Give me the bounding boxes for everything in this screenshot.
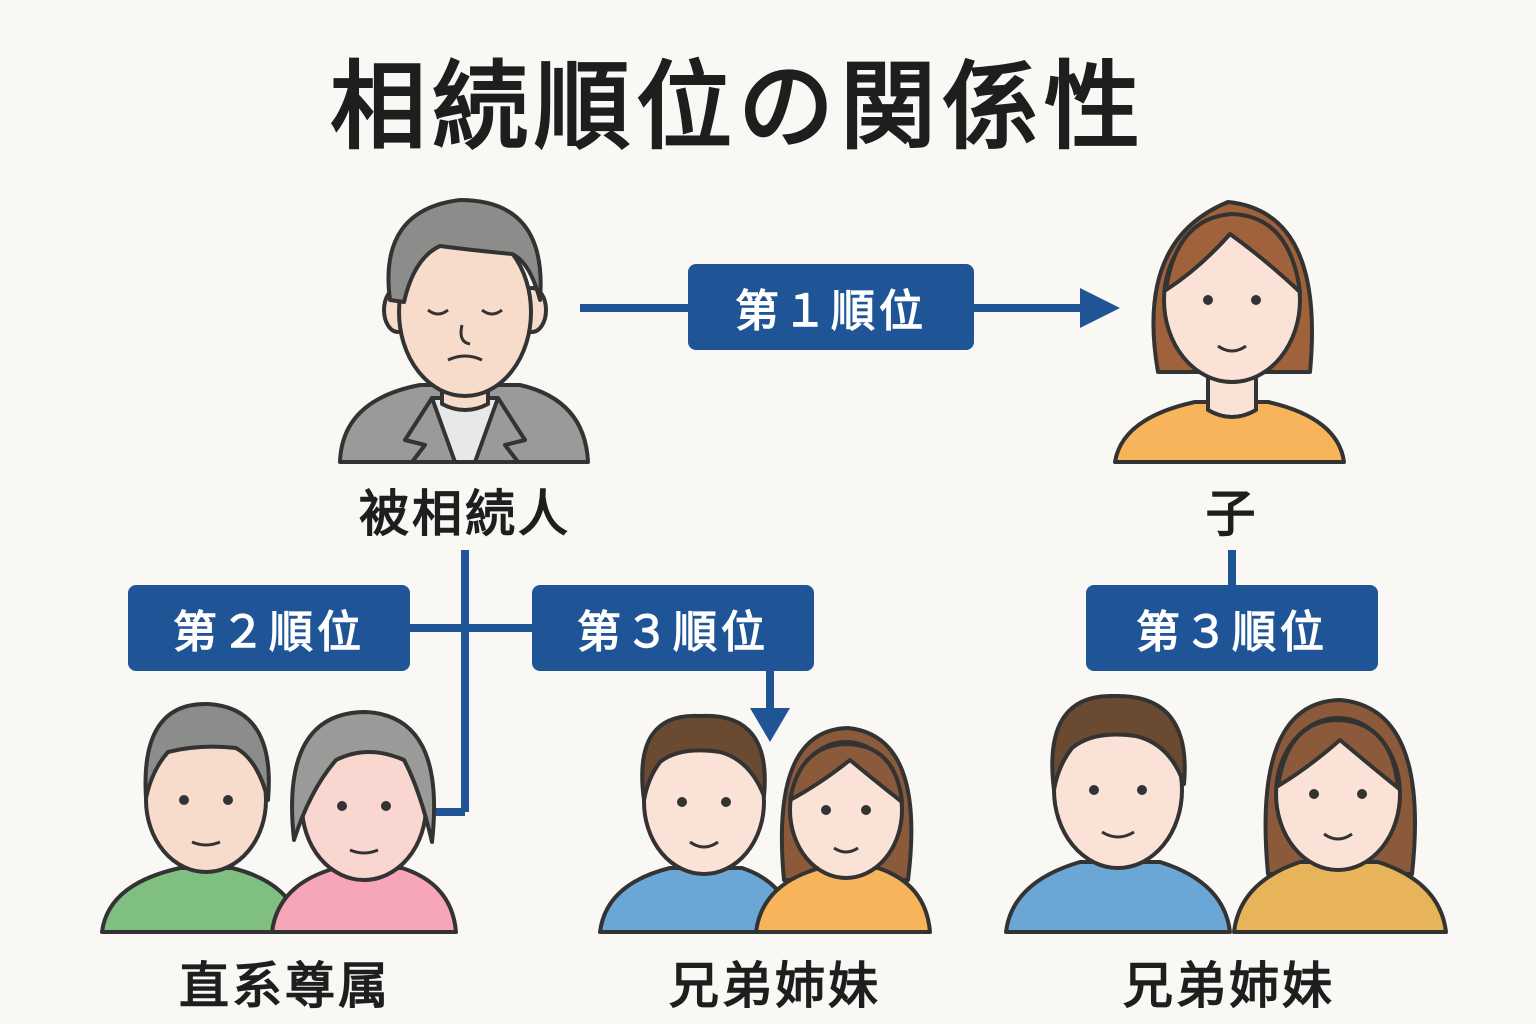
child-eye-right — [1251, 295, 1261, 305]
siblings-right-figures — [1004, 693, 1448, 934]
child-fringe — [1164, 212, 1302, 294]
sibling-right-brother-eye-left — [1089, 785, 1099, 795]
sibling-right-brother-body — [1004, 860, 1232, 934]
rank1-badge: 第１順位 — [688, 264, 974, 350]
decedent-lapel-right — [496, 396, 527, 464]
grandfather-hair — [143, 701, 271, 802]
sibling-left-brother-mouth — [689, 840, 719, 849]
grandmother-eye-left — [337, 801, 347, 811]
rank3-left-arrowhead — [750, 708, 790, 742]
grandmother-eye-right — [381, 801, 391, 811]
rank1-arrowhead — [1080, 288, 1120, 328]
child-mouth — [1217, 344, 1247, 353]
sibling-left-brother-eye-right — [721, 797, 731, 807]
sibling-right-sister-body — [1232, 860, 1448, 934]
page-title: 相続順位の関係性 — [330, 51, 1146, 163]
sibling-left-brother-eye-left — [677, 797, 687, 807]
child-label: 子 — [1205, 485, 1259, 543]
sibling-left-sister-eye-left — [821, 805, 831, 815]
rank3-left-badge: 第３順位 — [532, 585, 814, 671]
sibling-left-sister-mouth — [833, 846, 859, 854]
decedent-nose — [459, 324, 471, 346]
grandfather-eye-right — [223, 795, 233, 805]
sibling-right-sister-eye-right — [1357, 789, 1367, 799]
decedent-hair — [386, 198, 543, 304]
sibling-left-brother-hair — [640, 713, 767, 802]
sibling-right-brother-hair — [1050, 693, 1187, 792]
child-eye-left — [1203, 295, 1213, 305]
grandfather-body — [100, 866, 302, 934]
sibling-right-sister-eye-left — [1309, 789, 1319, 799]
ascendants-label: 直系尊属 — [179, 957, 391, 1015]
sibling-left-sister-fringe — [788, 742, 904, 804]
siblings-right-label: 兄弟姉妹 — [1123, 957, 1335, 1015]
child-body — [1113, 400, 1346, 464]
decedent-lapel-left — [403, 396, 434, 464]
sibling-right-brother-mouth — [1101, 830, 1135, 839]
decedent-eyes-closed — [427, 308, 503, 316]
rank3-right-badge: 第３順位 — [1086, 585, 1378, 671]
ascendants-figures — [100, 701, 458, 934]
child-figure — [1113, 200, 1346, 464]
grandfather-mouth — [191, 840, 221, 847]
decedent-figure — [338, 198, 590, 464]
sibling-right-sister-mouth — [1323, 832, 1353, 841]
grandmother-hair — [290, 710, 437, 844]
decedent-label: 被相続人 — [359, 485, 571, 543]
sibling-left-sister-eye-right — [861, 805, 871, 815]
sibling-right-brother-eye-right — [1137, 785, 1147, 795]
decedent-mouth — [447, 354, 483, 362]
siblings-left-label: 兄弟姉妹 — [669, 957, 881, 1015]
rank2-badge: 第２順位 — [128, 585, 410, 671]
grandfather-eye-left — [179, 795, 189, 805]
grandmother-mouth — [349, 848, 379, 855]
siblings-left-figures — [598, 713, 932, 934]
sibling-right-sister-fringe — [1276, 718, 1400, 790]
